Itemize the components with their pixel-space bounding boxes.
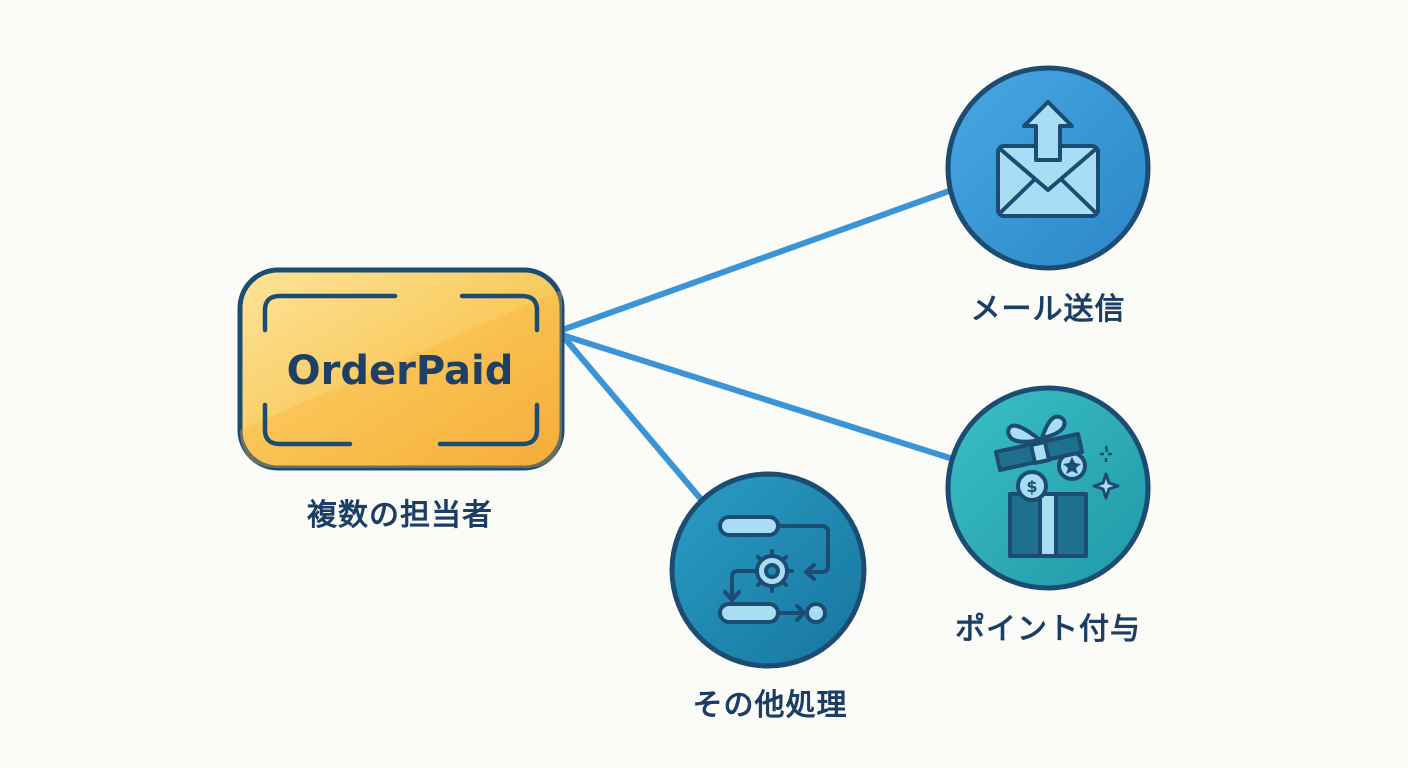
handler-other-node xyxy=(669,471,867,669)
process-flow-icon xyxy=(718,515,830,624)
event-corner-brackets xyxy=(262,293,540,447)
handler-points-label: ポイント付与 xyxy=(955,612,1141,647)
handler-mail-label: メール送信 xyxy=(970,292,1126,327)
handler-points-node: $ xyxy=(945,385,1151,591)
edge-to-other xyxy=(559,332,703,501)
event-caption: 複数の担当者 xyxy=(307,498,493,533)
event-node: OrderPaid xyxy=(237,267,565,471)
gear-icon xyxy=(750,549,794,593)
edges xyxy=(559,187,959,501)
handler-mail-node xyxy=(945,65,1151,271)
edge-to-points xyxy=(559,332,959,463)
mail-send-icon xyxy=(996,100,1100,218)
svg-text:$: $ xyxy=(1026,477,1037,496)
event-title: OrderPaid xyxy=(287,348,514,394)
edge-to-mail xyxy=(559,187,955,333)
gift-points-icon: $ xyxy=(994,414,1120,558)
handler-other-label: その他処理 xyxy=(692,688,848,723)
